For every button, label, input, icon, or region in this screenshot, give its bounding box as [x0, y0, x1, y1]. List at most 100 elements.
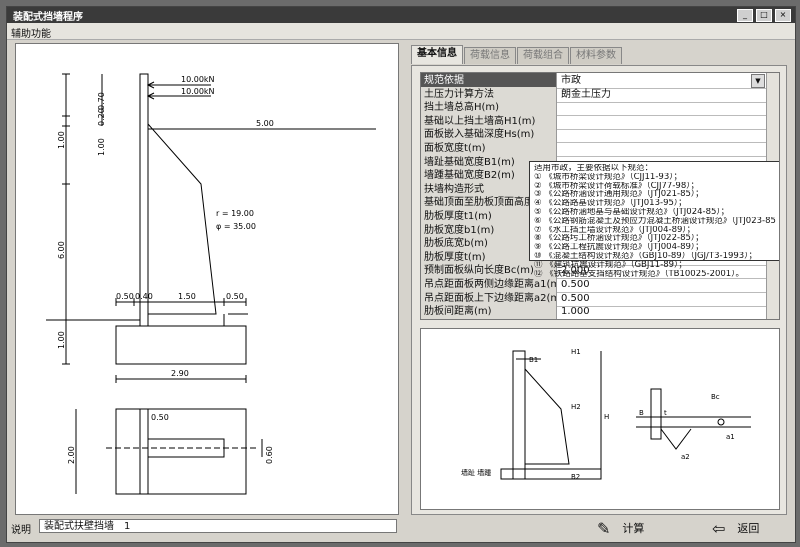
status-label: 说明	[11, 525, 31, 536]
param-value[interactable]: 1.000	[561, 306, 590, 318]
tooltip-line: ② 《城市桥梁设计荷载标准》（CJJ77-98）；	[534, 181, 699, 191]
phi-label: φ = 35.00	[216, 222, 256, 231]
param-value[interactable]: 0.500	[561, 292, 590, 304]
tooltip-line: ⑫ 《铁路路基支挡结构设计规范》（TB10025-2001）。	[534, 269, 744, 279]
minimize-button[interactable]: _	[737, 9, 753, 22]
dim-width-total: 2.90	[171, 369, 189, 378]
tab-strip: 基本信息 荷载信息 荷载组合 材料参数	[411, 45, 623, 65]
param-label: 基础以上挡土墙高H1(m)	[421, 113, 557, 129]
dropdown-arrow-icon[interactable]: ▼	[751, 74, 765, 88]
action-bar: ✎ 计算 ⇦ 返回	[407, 515, 789, 541]
param-label: 肋板间距离(m)	[421, 304, 557, 319]
footing	[115, 325, 247, 365]
wall-drawing: 10.00kN 10.00kN 5.00 r = 19.00 φ = 35.00…	[46, 73, 376, 495]
param-row[interactable]: 规范依据市政 ▼	[421, 73, 779, 89]
tooltip-line: ⑨ 《公路工程抗震设计规范》（JTJ004-89）；	[534, 243, 704, 252]
param-row[interactable]: 肋板间距离(m) 1.000	[421, 304, 779, 319]
dim-left-2: 0.20	[97, 108, 106, 126]
detail-label-bc: Bc	[711, 393, 720, 401]
param-row[interactable]: 吊点距面板两侧边缘距离a1(m)0.500	[421, 277, 779, 293]
back-button[interactable]: ⇦ 返回	[712, 517, 759, 539]
tab-load-info[interactable]: 荷载信息	[464, 47, 516, 64]
menu-bar: 辅助功能	[7, 23, 795, 40]
detail-diagram: B1 H1 H2 H B2 墙趾 墙踵 B Bc a1 a2 t	[420, 328, 780, 510]
plan-dim-left: 2.00	[67, 446, 76, 464]
gamma-label: r = 19.00	[216, 209, 254, 218]
detail-label-b1: B1	[529, 356, 538, 364]
tooltip-line: 适用市政，主要依据以下规范：	[534, 164, 654, 173]
tooltip-line: ⑦ 《水工挡土墙设计规范》（JTJ004-89）；	[534, 225, 696, 235]
param-label: 面板宽度t(m)	[421, 141, 557, 156]
detail-stem	[512, 350, 526, 480]
param-label: 预制面板纵向长度Bc(m)	[421, 263, 557, 279]
detail-label-t: t	[664, 409, 667, 417]
param-value[interactable]: 市政	[561, 75, 581, 86]
dim-left-6: 1.00	[57, 331, 66, 349]
drawing-pane: 10.00kN 10.00kN 5.00 r = 19.00 φ = 35.00…	[15, 43, 399, 515]
detail-label-h: H	[604, 413, 609, 421]
dim-left-5: 6.00	[57, 241, 66, 259]
right-pane: 基本信息 荷载信息 荷载组合 材料参数 规范依据市政▼土压力计算方法朗金土压力挡…	[407, 43, 789, 515]
counterfort	[147, 123, 217, 315]
param-row[interactable]: 面板嵌入基础深度Hs(m)	[421, 127, 779, 144]
app-window: 装配式挡墙程序 _ □ × 辅助功能	[6, 6, 796, 543]
menu-item-tools[interactable]: 辅助功能	[11, 29, 51, 40]
param-label: 面板嵌入基础深度Hs(m)	[421, 127, 557, 143]
detail-label-b: B	[639, 409, 644, 417]
status-field: 装配式扶壁挡墙 1	[39, 519, 397, 533]
param-row[interactable]: 基础以上挡土墙高H1(m)	[421, 113, 779, 130]
dim-base-1: 0.50	[116, 292, 134, 301]
status-bar: 说明 装配式扶壁挡墙 1	[7, 517, 401, 537]
param-value[interactable]: 朗金土压力	[561, 88, 611, 100]
tab-basic-info[interactable]: 基本信息	[411, 45, 463, 64]
maximize-button[interactable]: □	[756, 9, 772, 22]
param-row[interactable]: 预制面板纵向长度Bc(m) 2.000	[421, 263, 779, 280]
param-row[interactable]: 吊点距面板上下边缘距离a2(m) 0.500	[421, 290, 779, 307]
dim-left-4: 1.00	[97, 138, 106, 156]
detail-label-heel: 墙趾 墙踵	[461, 468, 491, 477]
detail-rib-section	[650, 388, 662, 440]
detail-label-h2: H2	[571, 403, 581, 411]
param-label: 规范依据	[421, 73, 557, 88]
tooltip-line: ④ 《公路路基设计规范》（JTJ013-95）；	[534, 199, 687, 208]
tab-load-combination[interactable]: 荷载组合	[517, 47, 569, 64]
param-row[interactable]: 面板宽度t(m)	[421, 141, 779, 157]
plan-dim-right: 0.60	[265, 446, 274, 464]
param-label: 土压力计算方法	[421, 86, 557, 102]
tooltip-line: ③ 《公路桥涵设计通用规范》（JTJ021-85）；	[534, 190, 704, 200]
detail-label-h1: H1	[571, 348, 581, 356]
detail-label-a2: a2	[681, 453, 690, 461]
code-tooltip: 适用市政，主要依据以下规范： ① 《城市桥梁设计规范》（CJJ11-93）； ②…	[529, 161, 779, 278]
dim-left-1: 0.70	[97, 92, 106, 110]
tab-material-params[interactable]: 材料参数	[570, 47, 622, 64]
calculator-icon: ✎	[597, 518, 611, 538]
param-label: 吊点距面板上下边缘距离a2(m)	[421, 290, 557, 306]
param-value[interactable]: 0.500	[561, 279, 590, 290]
close-button[interactable]: ×	[775, 9, 791, 22]
tooltip-line: ⑪ 《建筑抗震设计规范》（GBJ11-89）；	[534, 260, 687, 270]
dim-left-3: 1.00	[57, 131, 66, 149]
tab-body: 规范依据市政▼土压力计算方法朗金土压力挡土墙总高H(m)基础以上挡土墙高H1(m…	[411, 65, 787, 515]
title-bar: 装配式挡墙程序 _ □ ×	[7, 7, 795, 23]
detail-label-b2: B2	[571, 473, 580, 481]
param-label: 挡土墙总高H(m)	[421, 100, 557, 116]
wall-stem	[139, 73, 149, 327]
plan-dim-top: 0.50	[151, 413, 169, 422]
param-row[interactable]: 挡土墙总高H(m)	[421, 100, 779, 117]
tooltip-line: ⑥ 《公路钢筋混凝土及预应力混凝土桥涵设计规范》（JTJ023-85）；	[534, 216, 776, 226]
dim-base-3: 1.50	[178, 292, 196, 301]
param-value[interactable]: 2.000	[561, 265, 590, 277]
dim-top: 5.00	[256, 119, 274, 128]
detail-label-a1: a1	[726, 433, 735, 441]
param-grid: 规范依据市政▼土压力计算方法朗金土压力挡土墙总高H(m)基础以上挡土墙高H1(m…	[420, 72, 780, 320]
calculate-button[interactable]: ✎ 计算	[597, 517, 644, 539]
back-label: 返回	[737, 522, 760, 535]
dim-base-4: 0.50	[226, 292, 244, 301]
force-label-2: 10.00kN	[181, 87, 215, 96]
force-label-1: 10.00kN	[181, 75, 215, 84]
dim-base-2: 0.40	[135, 292, 153, 301]
tooltip-line: ⑤ 《公路桥涵地基与基础设计规范》（JTJ024-85）；	[534, 207, 730, 217]
param-row[interactable]: 土压力计算方法朗金土压力	[421, 86, 779, 103]
tooltip-line: ① 《城市桥梁设计规范》（CJJ11-93）；	[534, 172, 682, 182]
tooltip-line: ⑧ 《公路圬工桥涵设计规范》（JTJ022-85）；	[534, 234, 704, 244]
